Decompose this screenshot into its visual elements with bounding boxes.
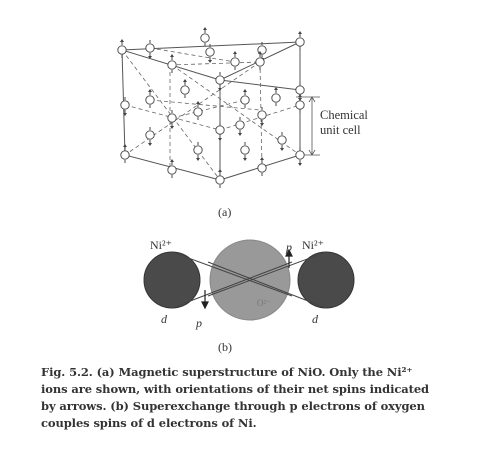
spin-arrowhead-icon xyxy=(148,143,152,146)
spin-arrowhead-icon xyxy=(243,89,247,92)
ni-ion xyxy=(193,107,203,117)
ni-ion xyxy=(295,150,305,160)
ni-ion xyxy=(215,125,225,135)
ni-ion xyxy=(167,60,177,70)
spin-arrowhead-icon xyxy=(260,123,264,126)
spin-arrowhead-icon xyxy=(238,133,242,136)
panel-a-label: (a) xyxy=(218,205,232,219)
caption-line-3: by arrows. (b) Superexchange through p e… xyxy=(41,399,425,413)
ni-ion xyxy=(215,75,225,85)
ni-ion xyxy=(240,145,250,155)
ni-ion xyxy=(230,57,240,67)
figure-caption: Fig. 5.2. (a) Magnetic superstructure of… xyxy=(41,364,441,432)
caption-line-4: couples spins of d electrons of Ni. xyxy=(41,416,257,430)
spin-arrowhead-icon xyxy=(218,88,222,91)
spin-arrowhead-icon xyxy=(233,51,237,54)
spin-arrowhead-icon xyxy=(243,158,247,161)
oxygen-label: O²⁻ xyxy=(257,298,271,308)
spin-arrowhead-icon xyxy=(183,79,187,82)
ni-ion xyxy=(295,37,305,47)
ni-ion xyxy=(240,95,250,105)
spin-arrowhead-icon xyxy=(170,54,174,57)
spin-arrowhead-icon xyxy=(196,158,200,161)
p-bottom-label: p xyxy=(196,316,202,330)
spin-arrowhead-icon xyxy=(260,157,264,160)
ni-ion xyxy=(215,175,225,185)
spin-arrowhead-icon xyxy=(148,56,152,59)
panel-b-label: (b) xyxy=(218,340,232,354)
ni-ion xyxy=(120,150,130,160)
ni-ion xyxy=(205,47,215,57)
ni-ion xyxy=(145,130,155,140)
ni-ion xyxy=(277,135,287,145)
d-left-label: d xyxy=(161,312,167,326)
ni-ion xyxy=(145,43,155,53)
ni-ion xyxy=(180,85,190,95)
ni-ion xyxy=(167,113,177,123)
spin-arrowhead-icon xyxy=(120,39,124,42)
superexchange-diagram xyxy=(143,239,355,321)
ni-left-label: Ni²⁺ xyxy=(150,238,172,252)
spin-arrowhead-icon xyxy=(196,101,200,104)
ni-ion xyxy=(200,33,210,43)
spin-arrowhead-icon xyxy=(274,87,278,90)
spin-arrowhead-icon xyxy=(148,89,152,92)
ni-ion xyxy=(117,45,127,55)
ni-ion xyxy=(145,95,155,105)
p-top-label: p xyxy=(286,240,292,254)
spin-arrowhead-icon xyxy=(123,144,127,147)
spin-arrowhead-icon xyxy=(280,148,284,151)
spin-arrowhead-icon xyxy=(218,169,222,172)
ni-right-label: Ni²⁺ xyxy=(302,238,324,252)
ni-ion xyxy=(271,93,281,103)
spin-arrowhead-icon xyxy=(170,126,174,129)
d-right-label: d xyxy=(312,312,318,326)
spin-arrowhead-icon xyxy=(218,138,222,141)
ni-ion xyxy=(255,57,265,67)
ni-ion xyxy=(257,110,267,120)
unit-cell-label: Chemical unit cell xyxy=(320,108,368,138)
caption-line-1: Fig. 5.2. (a) Magnetic superstructure of… xyxy=(41,365,413,379)
spin-arrowhead-icon xyxy=(298,163,302,166)
ni-ion xyxy=(295,100,305,110)
spin-arrowhead-icon xyxy=(208,60,212,63)
spin-arrowhead-icon xyxy=(170,159,174,162)
unit-cell-label-line2: unit cell xyxy=(320,123,361,137)
spin-arrowhead-icon xyxy=(123,113,127,116)
ni-ion xyxy=(295,85,305,95)
ni-ion xyxy=(120,100,130,110)
ni-ion xyxy=(193,145,203,155)
unit-cell-label-line1: Chemical xyxy=(320,108,368,122)
ni-ion xyxy=(257,163,267,173)
spin-arrowhead-icon xyxy=(298,94,302,97)
spin-arrowhead-icon xyxy=(258,51,262,54)
ni-ion xyxy=(167,165,177,175)
spin-arrowhead-icon xyxy=(298,31,302,34)
spin-arrowhead-icon xyxy=(203,27,207,30)
caption-line-2: ions are shown, with orientations of the… xyxy=(41,382,429,396)
ni-ion xyxy=(235,120,245,130)
